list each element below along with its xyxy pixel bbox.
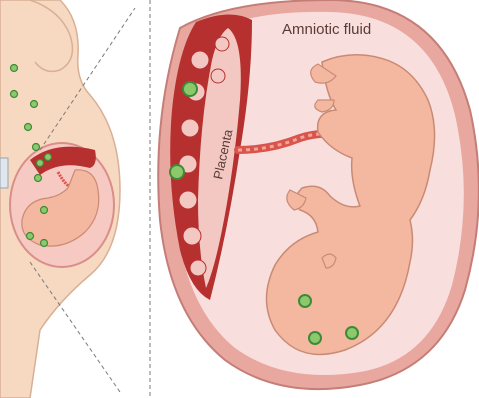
villus-lobe: [215, 37, 229, 51]
villus-lobe: [179, 191, 197, 209]
pathogen-particle-icon: [35, 175, 42, 182]
pathogen-particle-icon: [11, 65, 18, 72]
villus-lobe: [181, 119, 199, 137]
pathogen-particle-icon: [41, 207, 48, 214]
pathogen-particle-icon: [27, 233, 34, 240]
pathogen-particle-icon: [299, 295, 311, 307]
arm-rect: [0, 158, 8, 188]
pathogen-particle-icon: [346, 327, 358, 339]
pathogen-particle-icon: [183, 82, 197, 96]
pathogen-particle-icon: [33, 144, 40, 151]
villus-lobe: [183, 227, 201, 245]
pathogen-particle-icon: [31, 101, 38, 108]
villus-lobe: [190, 260, 206, 276]
pathogen-particle-icon: [25, 124, 32, 131]
villus-lobe: [191, 51, 209, 69]
pathogen-particle-icon: [41, 240, 48, 247]
mother-overview-panel: [0, 0, 120, 398]
pathogen-particle-icon: [45, 154, 52, 161]
pathogen-particle-icon: [11, 91, 18, 98]
pathogen-particle-icon: [309, 332, 321, 344]
pathogen-particle-icon: [37, 160, 44, 167]
villus-lobe: [211, 69, 225, 83]
amniotic-fluid-label: Amniotic fluid: [282, 21, 371, 38]
pathogen-particle-icon: [170, 165, 184, 179]
zoomed-uterus-panel: Amniotic fluid Placenta: [158, 0, 479, 389]
